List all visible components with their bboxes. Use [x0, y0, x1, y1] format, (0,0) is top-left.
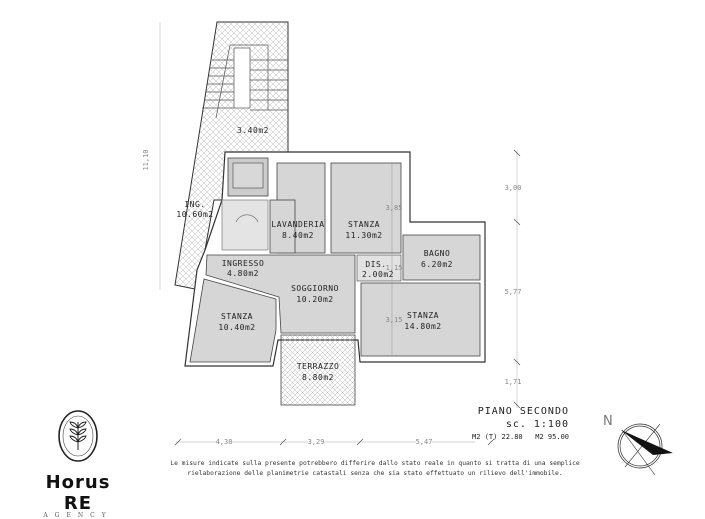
- stanza3-name: STANZA: [407, 311, 439, 320]
- dim-inner-2: 1,15: [386, 264, 403, 272]
- lavanderia-area: 8.40m2: [282, 231, 314, 240]
- room-stanza-2: [189, 278, 277, 363]
- dim-gap: [216, 436, 232, 445]
- floor-plan: 3,85 1,15 3,15 3.40m2 ING. 10.60m2 LAVAN…: [142, 21, 673, 476]
- dim-gap: [416, 436, 432, 445]
- stairs: [202, 44, 288, 119]
- terrazzo-area: 8.80m2: [302, 373, 334, 382]
- dim-bottom-2: 3,29: [308, 438, 325, 446]
- area-t-label: M2 (T) 22.80: [472, 433, 523, 441]
- room-lavanderia-ext: [269, 199, 296, 254]
- soggiorno-area: 10.20m2: [296, 295, 333, 304]
- scale-label: sc. 1:100: [505, 419, 569, 430]
- dim-left-total: 11,10: [142, 149, 150, 170]
- room-stanza-1: [330, 162, 402, 254]
- stanza2-area: 10.40m2: [218, 323, 255, 332]
- dim-right-3: 1,71: [505, 378, 522, 386]
- ing-upper-area: 3.40m2: [237, 126, 269, 135]
- ing-name: ING.: [184, 200, 205, 209]
- soggiorno-name: SOGGIORNO: [291, 284, 339, 293]
- compass-north-label: N: [603, 414, 613, 429]
- ing-area-label: 10.60m2: [176, 210, 213, 219]
- dim-bottom-1: 4,38: [216, 438, 233, 446]
- room-soggiorno: [205, 254, 356, 334]
- stanza2-name: STANZA: [221, 312, 253, 321]
- compass-icon: N: [603, 414, 673, 476]
- area-label: M2 95.00: [535, 433, 569, 441]
- disclaimer-note: Le misure indicate sulla presente potreb…: [170, 460, 580, 477]
- room-dis: [356, 254, 402, 282]
- dim-right-1: 3,00: [505, 184, 522, 192]
- room-bagno: [402, 234, 481, 281]
- stanza1-area: 11.30m2: [345, 231, 382, 240]
- dis-name: DIS.: [365, 260, 386, 269]
- dis-area: 2.00m2: [362, 270, 394, 279]
- bagno-area: 6.20m2: [421, 260, 453, 269]
- dim-gap: [308, 436, 324, 445]
- ingresso-area: 4.80m2: [227, 269, 259, 278]
- stanza3-area: 14.80m2: [404, 322, 441, 331]
- ingresso-name: INGRESSO: [222, 259, 265, 268]
- title-block: PIANO SECONDO sc. 1:100 M2 (T) 22.80 M2 …: [472, 405, 569, 444]
- boiler-inner: [232, 162, 264, 189]
- bagno-name: BAGNO: [424, 249, 451, 258]
- terrazzo-name: TERRAZZO: [297, 362, 340, 371]
- leaf-emblem-icon: [58, 410, 98, 462]
- dim-bottom-3: 5,47: [416, 438, 433, 446]
- stanza1-name: STANZA: [348, 220, 380, 229]
- room-stanza-3: [360, 282, 481, 357]
- dim-inner-1: 3,85: [386, 204, 403, 212]
- brand-sub: AGENCY: [43, 512, 113, 519]
- floor-title: PIANO SECONDO: [477, 406, 569, 417]
- stair-inner: [221, 199, 269, 251]
- room-terrazzo: [280, 334, 356, 406]
- dim-right-2: 5,77: [505, 288, 522, 296]
- right-dimension-line: [513, 149, 521, 409]
- logo: Horus RE AGENCY: [28, 408, 128, 519]
- ing-area: [174, 21, 289, 291]
- dim-inner-3: 3,15: [386, 316, 403, 324]
- lavanderia-name: LAVANDERIA: [271, 220, 324, 229]
- brand-name: Horus RE: [45, 472, 111, 514]
